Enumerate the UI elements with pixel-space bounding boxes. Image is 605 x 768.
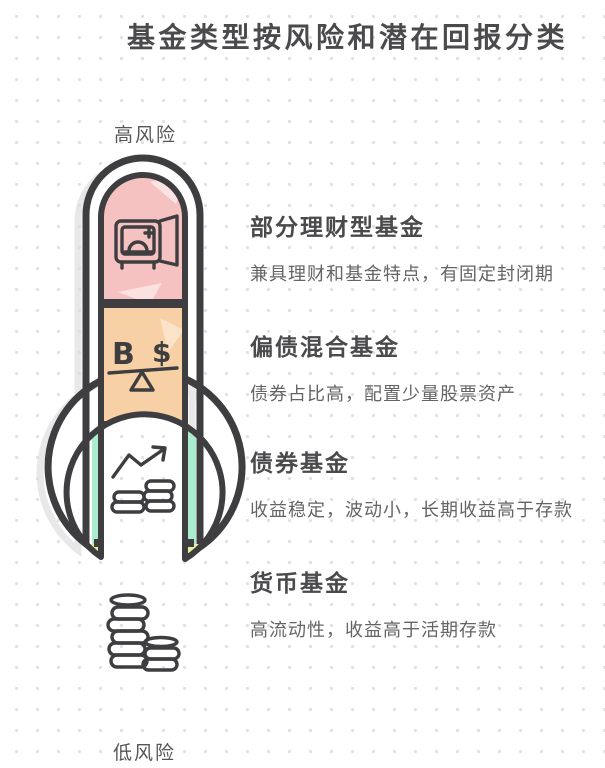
svg-text:$: $ [152,336,171,369]
segment-bond-fund [92,427,196,544]
section-item: 部分理财型基金 兼具理财和基金特点，有固定封闭期 [250,208,580,286]
section-item: 货币基金 高流动性，收益高于活期存款 [250,564,580,642]
section-title: 部分理财型基金 [250,215,425,241]
section-item: 偏债混合基金 债券占比高，配置少量股票资产 [250,328,580,406]
section-desc: 债券占比高，配置少量股票资产 [250,384,516,405]
section-desc: 高流动性，收益高于活期存款 [250,620,497,641]
svg-text:B: B [112,337,135,372]
texture-streak [168,556,205,560]
page-title: 基金类型按风险和潜在回报分类 [127,21,569,54]
risk-low-label: 低风险 [113,742,177,764]
texture-streak [160,318,184,352]
risk-high-label: 高风险 [114,124,178,146]
coins-growth-icon [110,445,176,514]
segment-divider [94,299,194,308]
segment-divider [94,539,194,547]
texture-streak [118,283,162,304]
segment-bond-hybrid-fund [92,305,196,427]
section-item: 债券基金 收益稳定，波动小，长期收益高于存款 [250,444,580,522]
texture-streak [108,428,146,448]
coin-stack-icon [106,593,181,672]
section-desc: 兼具理财和基金特点，有固定封闭期 [250,264,554,285]
section-title: 偏债混合基金 [250,335,400,361]
section-title: 债券基金 [250,451,350,477]
section-desc: 收益稳定，波动小，长期收益高于存款 [250,500,573,521]
thermometer-tube [63,172,226,562]
balance-scale-icon: B $ [107,336,179,392]
section-title: 货币基金 [250,571,350,597]
safe-icon [114,214,179,270]
